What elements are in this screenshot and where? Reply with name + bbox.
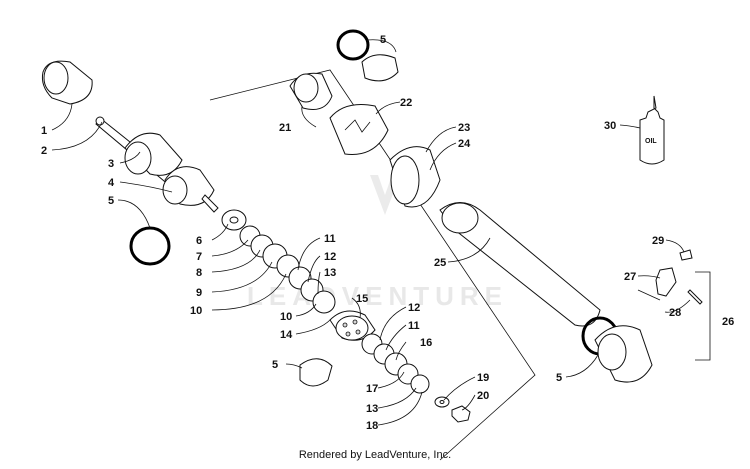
callout-1: 1: [41, 125, 47, 137]
valve-cap: [679, 249, 693, 261]
callout-17: 17: [366, 383, 378, 395]
render-credit: Rendered by LeadVenture, Inc.: [298, 449, 452, 461]
washer: [434, 396, 450, 408]
callout-2: 2: [41, 145, 47, 157]
callout-29: 29: [652, 235, 664, 247]
callout-12-lower: 12: [408, 302, 420, 314]
rod-guide: [124, 132, 183, 176]
o-ring-left: [129, 226, 171, 266]
callout-27: 27: [624, 271, 636, 283]
bumper-part: [41, 60, 93, 105]
callout-3: 3: [108, 158, 114, 170]
nut: [451, 405, 471, 423]
callout-12-upper: 12: [324, 251, 336, 263]
piston: [329, 310, 376, 341]
adjuster-ring: [389, 146, 441, 208]
reservoir-end: [594, 325, 653, 383]
callout-15: 15: [356, 293, 368, 305]
callout-7: 7: [196, 251, 202, 263]
cap: [289, 72, 333, 110]
callout-13-lower: 13: [366, 403, 378, 415]
bushing-top: [361, 54, 399, 82]
oil-label: OIL: [645, 138, 657, 145]
callout-25: 25: [434, 257, 446, 269]
callout-20: 20: [477, 390, 489, 402]
valve-core: [687, 289, 703, 305]
callout-10-mid: 10: [280, 311, 292, 323]
callout-labels: 1 2 3 4 5 5 5 5 6 7 8 9 10 10 11 11 12 1…: [41, 34, 734, 432]
o-ring-top: [336, 29, 370, 61]
callout-21: 21: [279, 122, 291, 134]
callout-5-top: 5: [380, 34, 386, 46]
callout-16: 16: [420, 337, 432, 349]
callout-5-right: 5: [556, 372, 562, 384]
shim-stack-upper: [221, 209, 336, 314]
assembly-bracket: [209, 69, 536, 461]
leader-lines: [51, 39, 691, 426]
callout-22: 22: [400, 97, 412, 109]
callout-26: 26: [722, 316, 734, 328]
callout-8: 8: [196, 267, 202, 279]
spring-collar: [329, 104, 389, 155]
callout-11-lower: 11: [408, 320, 420, 332]
callout-13-upper: 13: [324, 267, 336, 279]
callout-23: 23: [458, 122, 470, 134]
seal-head: [162, 166, 219, 213]
callout-6: 6: [196, 235, 202, 247]
callout-5-left: 5: [108, 195, 114, 207]
callout-19: 19: [477, 372, 489, 384]
callout-4: 4: [108, 177, 115, 189]
callout-9: 9: [196, 287, 202, 299]
callout-11-upper: 11: [324, 233, 336, 245]
bushing-lower: [299, 358, 333, 387]
callout-10-left: 10: [190, 305, 202, 317]
callout-14: 14: [280, 329, 293, 341]
callout-18: 18: [366, 420, 378, 432]
leadventure-watermark: LEADVENTURE: [247, 175, 508, 311]
watermark-text: LEADVENTURE: [247, 281, 508, 311]
group-bracket-26: [695, 271, 711, 361]
valve-body: [655, 267, 677, 297]
shock-body: [439, 202, 601, 327]
oil-bottle: OIL: [639, 95, 665, 165]
callout-5-lower: 5: [272, 359, 278, 371]
callout-24: 24: [458, 138, 471, 150]
callout-30: 30: [604, 120, 616, 132]
shim-stack-lower: [361, 333, 430, 394]
callout-28: 28: [669, 307, 681, 319]
